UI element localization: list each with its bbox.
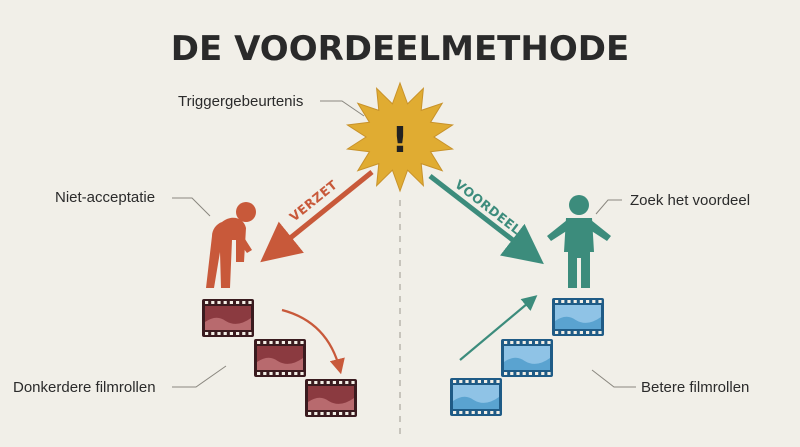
darker-reels-leader-line (172, 365, 227, 388)
open-arms-person-icon (547, 195, 611, 288)
benefit-arrow-label: VOORDEEL! (452, 177, 529, 242)
sad-person-icon (206, 202, 256, 288)
ascending-arrow (459, 295, 538, 361)
better-reels-label: Betere filmrollen (641, 379, 749, 396)
dark-film-strip (202, 299, 254, 337)
light-film-strip (552, 298, 604, 336)
dark-film-strip (305, 379, 357, 417)
darker-reels-label: Donkerdere filmrollen (13, 379, 156, 396)
seek-benefit-label: Zoek het voordeel (630, 192, 750, 209)
light-film-strip (501, 339, 553, 377)
seek-benefit-leader-line (595, 199, 622, 215)
trigger-label: Triggergebeurtenis (178, 93, 303, 110)
non-acceptance-label: Niet-acceptatie (55, 189, 155, 206)
non-acceptance-leader-line (172, 197, 211, 217)
light-film-strip (450, 378, 502, 416)
trigger-leader-line (320, 100, 365, 117)
exclamation-mark: ! (392, 120, 408, 161)
better-reels-leader-line (591, 369, 636, 388)
resistance-arrow (260, 170, 374, 263)
descending-arrow (281, 308, 345, 375)
page-title: DE VOORDEELMETHODE (171, 29, 629, 69)
benefit-arrow (428, 174, 544, 265)
starburst-exclamation-icon: ! (345, 81, 455, 193)
dark-film-strip (254, 339, 306, 377)
